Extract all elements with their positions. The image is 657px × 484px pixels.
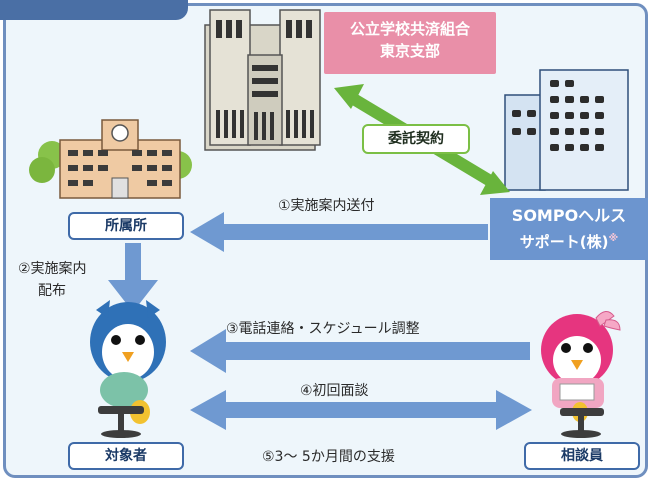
step1-label: ①実施案内送付 <box>278 198 375 214</box>
counselor-character-icon <box>541 311 621 438</box>
taisho-label: 対象者 <box>68 442 184 470</box>
bird-character-icon <box>90 300 166 438</box>
arrow-step2 <box>108 243 158 312</box>
union-name-line2: 東京支部 <box>379 42 440 60</box>
sompo-name-line2-text: サポート(株) <box>519 233 609 251</box>
sompo-name-line2: サポート(株)※ <box>490 228 648 253</box>
contract-label: 委託契約 <box>362 124 470 154</box>
school-building-icon <box>29 119 192 199</box>
tokyo-government-building-icon <box>204 9 321 151</box>
arrow-step4 <box>190 390 532 430</box>
arrow-step1 <box>190 212 488 252</box>
sompo-name-line1: SOMPOヘルス <box>511 206 627 225</box>
union-box: 公立学校共済組合 東京支部 <box>324 12 496 74</box>
step5-label: ⑤3～ 5か月間の支援 <box>262 449 395 465</box>
step4-label: ④初回面談 <box>300 383 369 399</box>
step2-label-line1: ②実施案内 <box>18 261 87 277</box>
diagram-title-tab <box>0 0 188 20</box>
step2-label-line2: 配布 <box>38 283 66 299</box>
soudan-label: 相談員 <box>524 442 640 470</box>
step3-label: ③電話連絡・スケジュール調整 <box>226 321 420 337</box>
union-name-line1: 公立学校共済組合 <box>349 20 470 38</box>
office-building-icon <box>504 69 629 191</box>
sompo-box: SOMPOヘルス サポート(株)※ <box>490 198 648 260</box>
sompo-note-mark: ※ <box>608 233 619 244</box>
shozoku-label: 所属所 <box>68 212 184 240</box>
arrow-step3 <box>190 329 530 373</box>
